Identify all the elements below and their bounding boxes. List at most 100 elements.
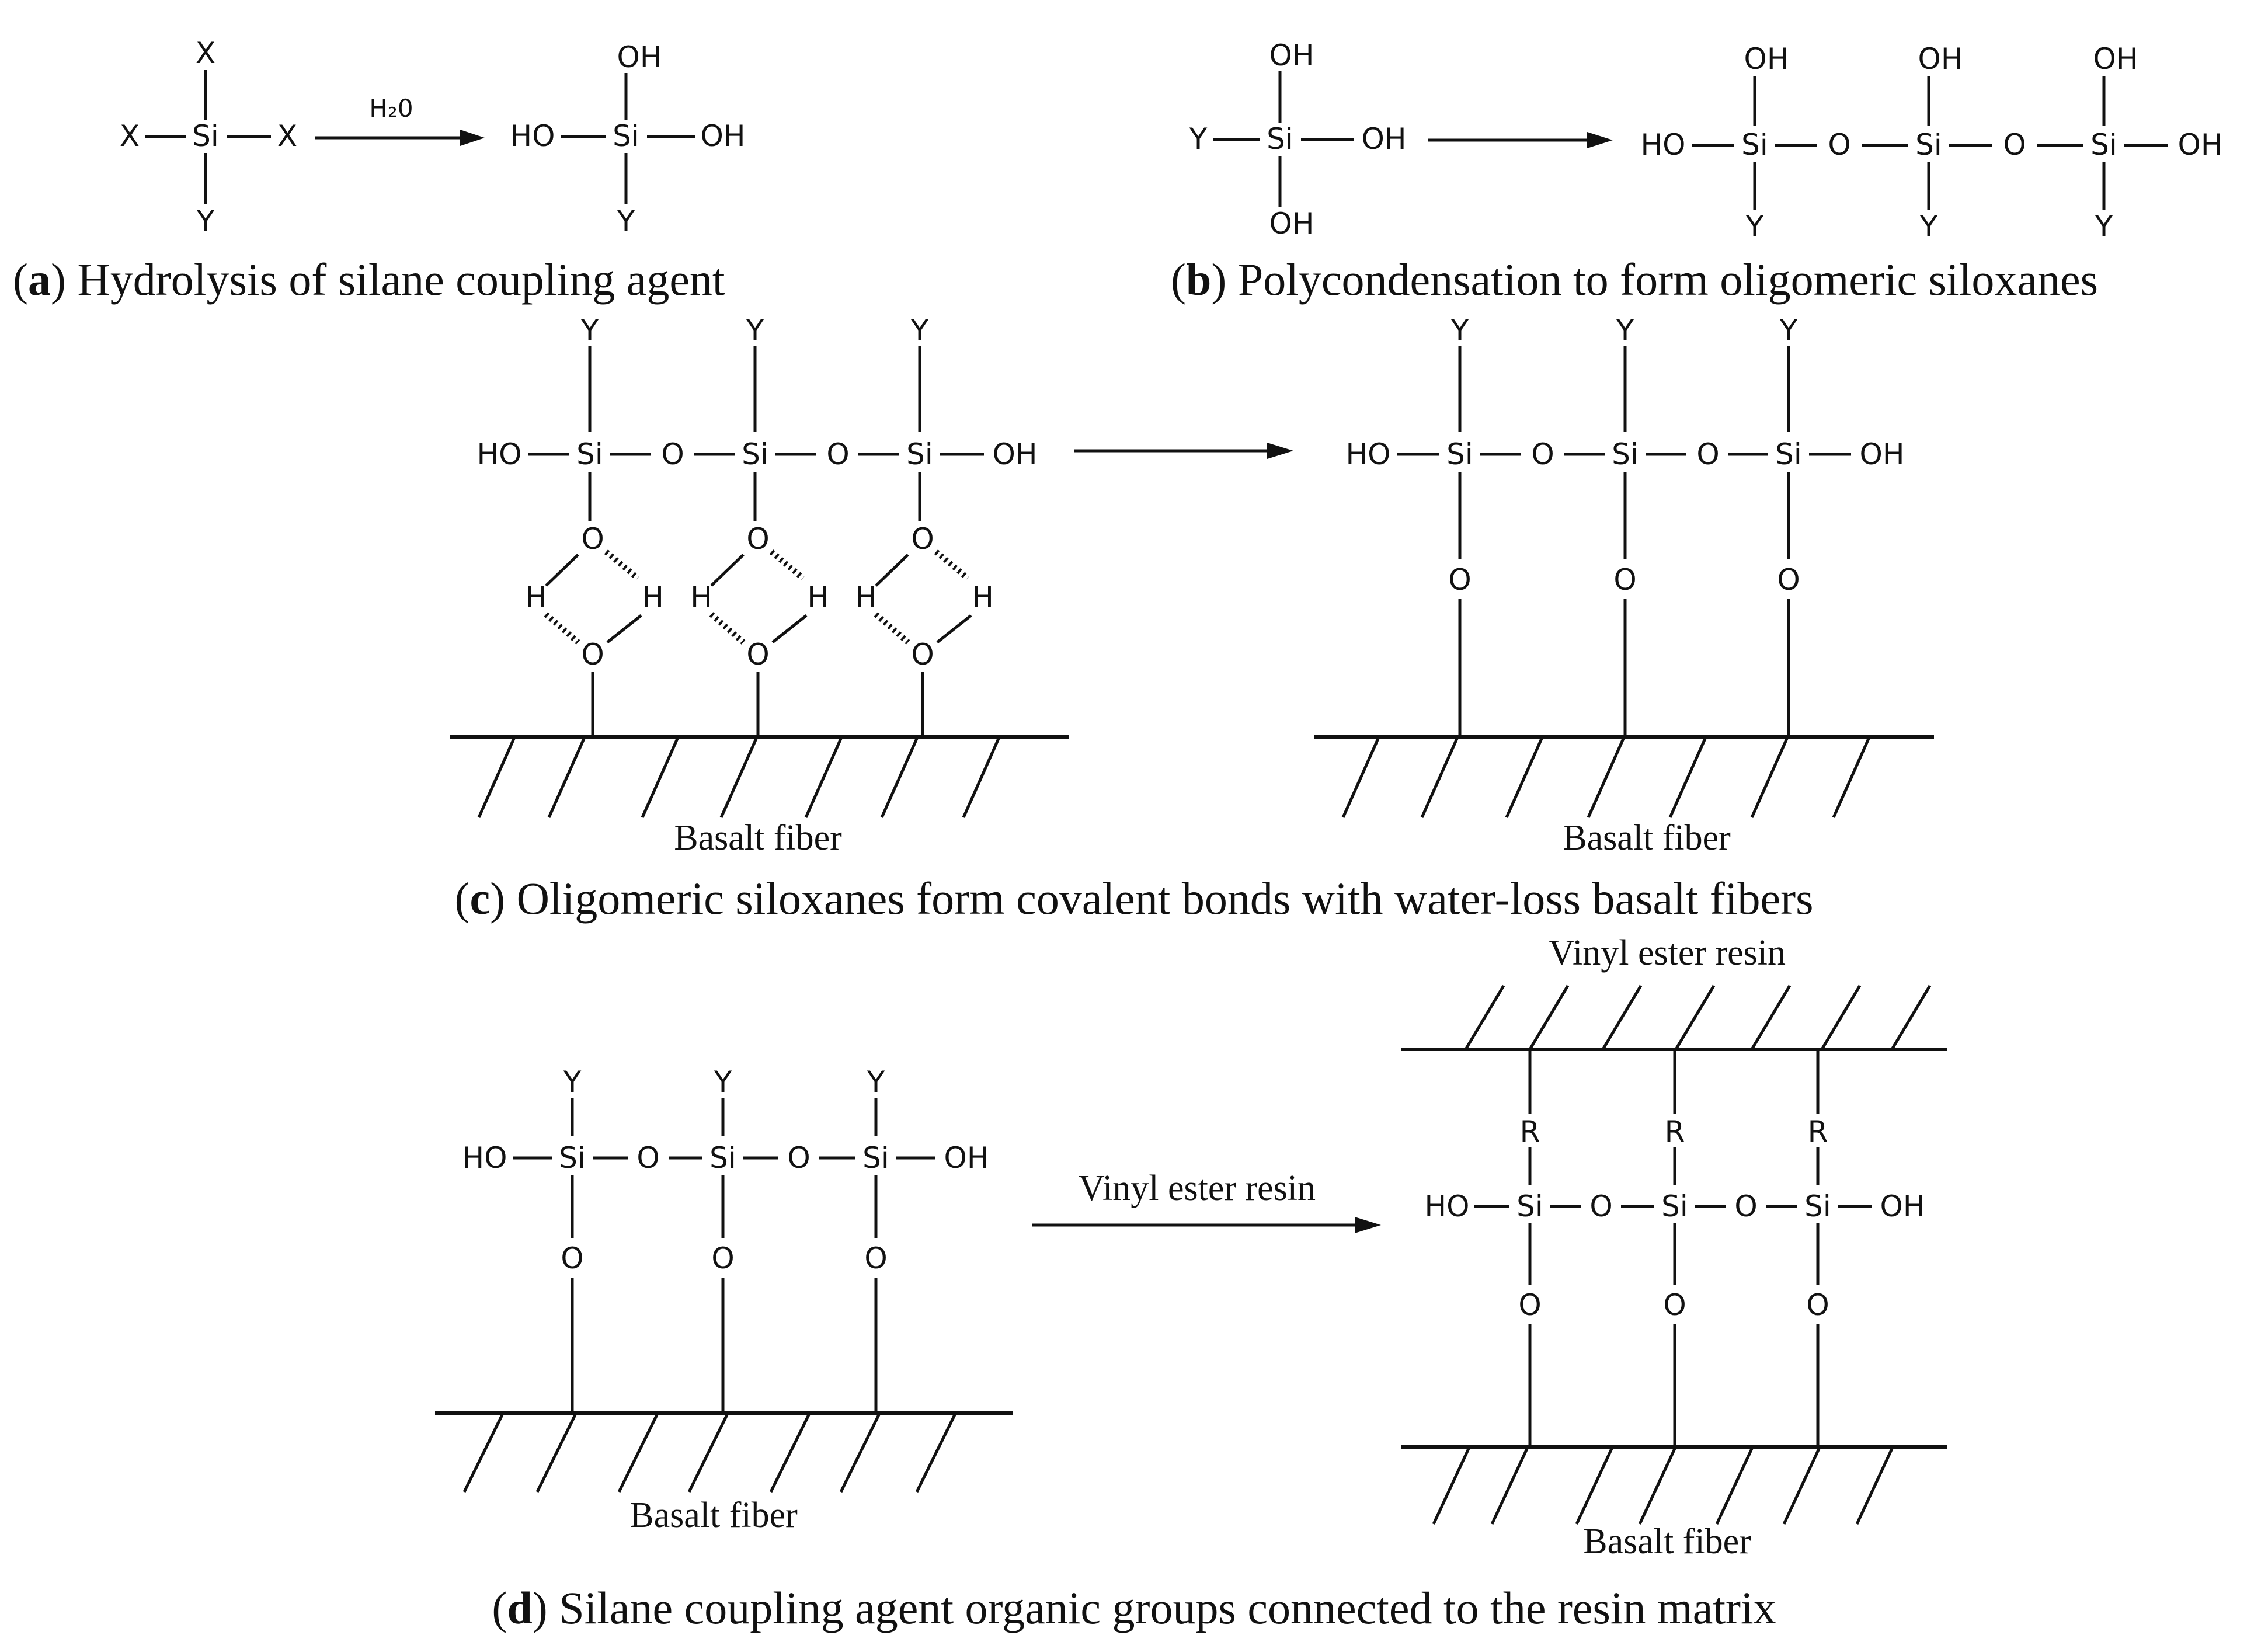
oh-group-bottom: OH bbox=[1269, 207, 1314, 241]
hydrogen-bond bbox=[769, 549, 805, 580]
surface-oxygen: O bbox=[746, 638, 769, 672]
silicon-atom: Si bbox=[576, 437, 603, 471]
bond bbox=[875, 554, 909, 587]
fiber-hatching bbox=[477, 737, 1000, 819]
hydrogen-atom: H bbox=[642, 580, 664, 614]
oh-end-group: OH bbox=[944, 1141, 989, 1175]
y-group-bottom: Y bbox=[617, 204, 635, 238]
oh-group-top: OH bbox=[617, 40, 662, 74]
arrow-head bbox=[1355, 1217, 1381, 1233]
hydrogen-atom: H bbox=[525, 580, 547, 614]
hydrogen-bond bbox=[709, 612, 746, 645]
y-group-top: Y bbox=[1616, 314, 1634, 347]
silicon-atom: Si bbox=[613, 119, 639, 153]
basalt-fiber-label: Basalt fiber bbox=[629, 1495, 798, 1535]
oh-group-right: OH bbox=[1362, 122, 1407, 156]
ho-end-group: HO bbox=[1346, 437, 1391, 471]
x-group-left: X bbox=[120, 119, 140, 153]
hydrogen-bond bbox=[544, 612, 580, 645]
silicon-atom: Si bbox=[559, 1141, 586, 1175]
hydrogen-atom: H bbox=[972, 580, 994, 614]
organic-r-group: R bbox=[1808, 1115, 1828, 1149]
fiber-bound-siloxane: Y Y Y HO Si O Si O Si OH O O O bbox=[462, 1065, 989, 1413]
water-reagent: H₂0 bbox=[369, 94, 413, 123]
hydrolysis-arrow: H₂0 bbox=[315, 94, 485, 146]
silicon-atom: Si bbox=[709, 1141, 736, 1175]
silanetriol-molecule: Si OH OH Y OH bbox=[1189, 39, 1407, 241]
silicon-atom: Si bbox=[1775, 437, 1802, 471]
y-group-top: Y bbox=[563, 1065, 582, 1099]
y-group-left: Y bbox=[1189, 122, 1208, 156]
basalt-fiber-surface: Basalt fiber bbox=[435, 1411, 1013, 1535]
bridging-oxygen: O bbox=[636, 1141, 659, 1175]
x-group-right: X bbox=[277, 119, 297, 153]
ho-end-group: HO bbox=[1425, 1189, 1470, 1223]
bond bbox=[771, 614, 808, 643]
basalt-fiber-label: Basalt fiber bbox=[1583, 1522, 1751, 1561]
arrow-head bbox=[1587, 132, 1613, 148]
silicon-atom: Si bbox=[742, 437, 768, 471]
silicon-atom: Si bbox=[906, 437, 933, 471]
oh-group-top: OH bbox=[1269, 39, 1314, 72]
y-group-top: Y bbox=[746, 314, 764, 347]
ho-group-left: HO bbox=[510, 119, 555, 153]
silicon-atom: Si bbox=[1516, 1189, 1543, 1223]
resin-bound-siloxane: R R R HO Si O Si O Si OH O O O bbox=[1425, 1051, 1925, 1447]
fiber-hatching bbox=[1432, 1448, 1894, 1525]
fiber-hatching bbox=[462, 1414, 956, 1493]
hydrogen-atom: H bbox=[690, 580, 712, 614]
bond bbox=[710, 554, 745, 587]
panel-d: Y Y Y HO Si O Si O Si OH O O O bbox=[435, 933, 1947, 1633]
silicon-atom: Si bbox=[2090, 128, 2117, 162]
silicon-atom: Si bbox=[192, 119, 219, 153]
bridging-oxygen: O bbox=[1518, 1288, 1541, 1322]
panel-a: Si X X X Y H₂0 Si OH HO OH Y (a) Hydro bbox=[13, 36, 745, 305]
silane-molecule: Si X X X Y bbox=[120, 36, 297, 238]
silicon-atom: Si bbox=[1915, 128, 1942, 162]
oh-group-right: OH bbox=[701, 119, 746, 153]
oligomeric-siloxane-chain: HO Si O Si O Si OH OH OH OH Y Y Y bbox=[1641, 42, 2223, 243]
bridging-oxygen: O bbox=[1828, 128, 1850, 162]
arrow-head bbox=[1267, 443, 1293, 459]
y-group-bottom: Y bbox=[1745, 210, 1764, 243]
basalt-fiber-surface: Basalt fiber bbox=[1314, 735, 1934, 858]
bridging-oxygen: O bbox=[1663, 1288, 1686, 1322]
caption-a: (a) Hydrolysis of silane coupling agent bbox=[13, 254, 725, 305]
basalt-fiber-surface: Basalt fiber bbox=[450, 735, 1069, 858]
polycondensation-arrow bbox=[1428, 132, 1613, 148]
caption-c: (c) Oligomeric siloxanes form covalent b… bbox=[455, 873, 1814, 924]
bridging-oxygen: O bbox=[826, 437, 849, 471]
silicon-atom: Si bbox=[1446, 437, 1473, 471]
vinyl-ester-resin-layer: Vinyl ester resin bbox=[1401, 933, 1947, 1051]
resin-reagent: Vinyl ester resin bbox=[1079, 1168, 1316, 1208]
y-group-top: Y bbox=[580, 314, 599, 347]
caption-b: (b) Polycondensation to form oligomeric … bbox=[1171, 254, 2098, 305]
bond bbox=[606, 614, 642, 643]
hydrogen-bond bbox=[934, 549, 970, 580]
bridging-oxygen: O bbox=[661, 437, 684, 471]
hydrogen-atom: H bbox=[855, 580, 877, 614]
bridging-oxygen: O bbox=[864, 1241, 887, 1275]
silicon-atom: Si bbox=[1661, 1189, 1688, 1223]
surface-oxygen: O bbox=[911, 638, 934, 672]
surface-oxygen: O bbox=[581, 638, 604, 672]
silicon-atom: Si bbox=[1804, 1189, 1831, 1223]
bond bbox=[545, 554, 579, 587]
caption-d: (d) Silane coupling agent organic groups… bbox=[492, 1582, 1776, 1633]
bridging-oxygen: O bbox=[1696, 437, 1719, 471]
bridging-oxygen: O bbox=[2003, 128, 2026, 162]
silicon-atom: Si bbox=[1741, 128, 1768, 162]
basalt-fiber-label: Basalt fiber bbox=[1563, 818, 1731, 858]
y-group-top: Y bbox=[714, 1065, 732, 1099]
bridging-oxygen: O bbox=[787, 1141, 810, 1175]
oh-end-group: OH bbox=[2178, 128, 2223, 162]
arrow-head bbox=[460, 130, 485, 146]
panel-b: Si OH OH Y OH HO Si O Si O Si bbox=[1171, 39, 2222, 305]
oh-end-group: OH bbox=[1880, 1189, 1925, 1223]
basalt-fiber-surface: Basalt fiber bbox=[1401, 1445, 1947, 1561]
ho-end-group: HO bbox=[477, 437, 522, 471]
vinyl-ester-resin-label: Vinyl ester resin bbox=[1549, 933, 1786, 973]
oh-group-top: OH bbox=[1744, 42, 1789, 76]
silanol-oxygen: O bbox=[581, 522, 604, 556]
